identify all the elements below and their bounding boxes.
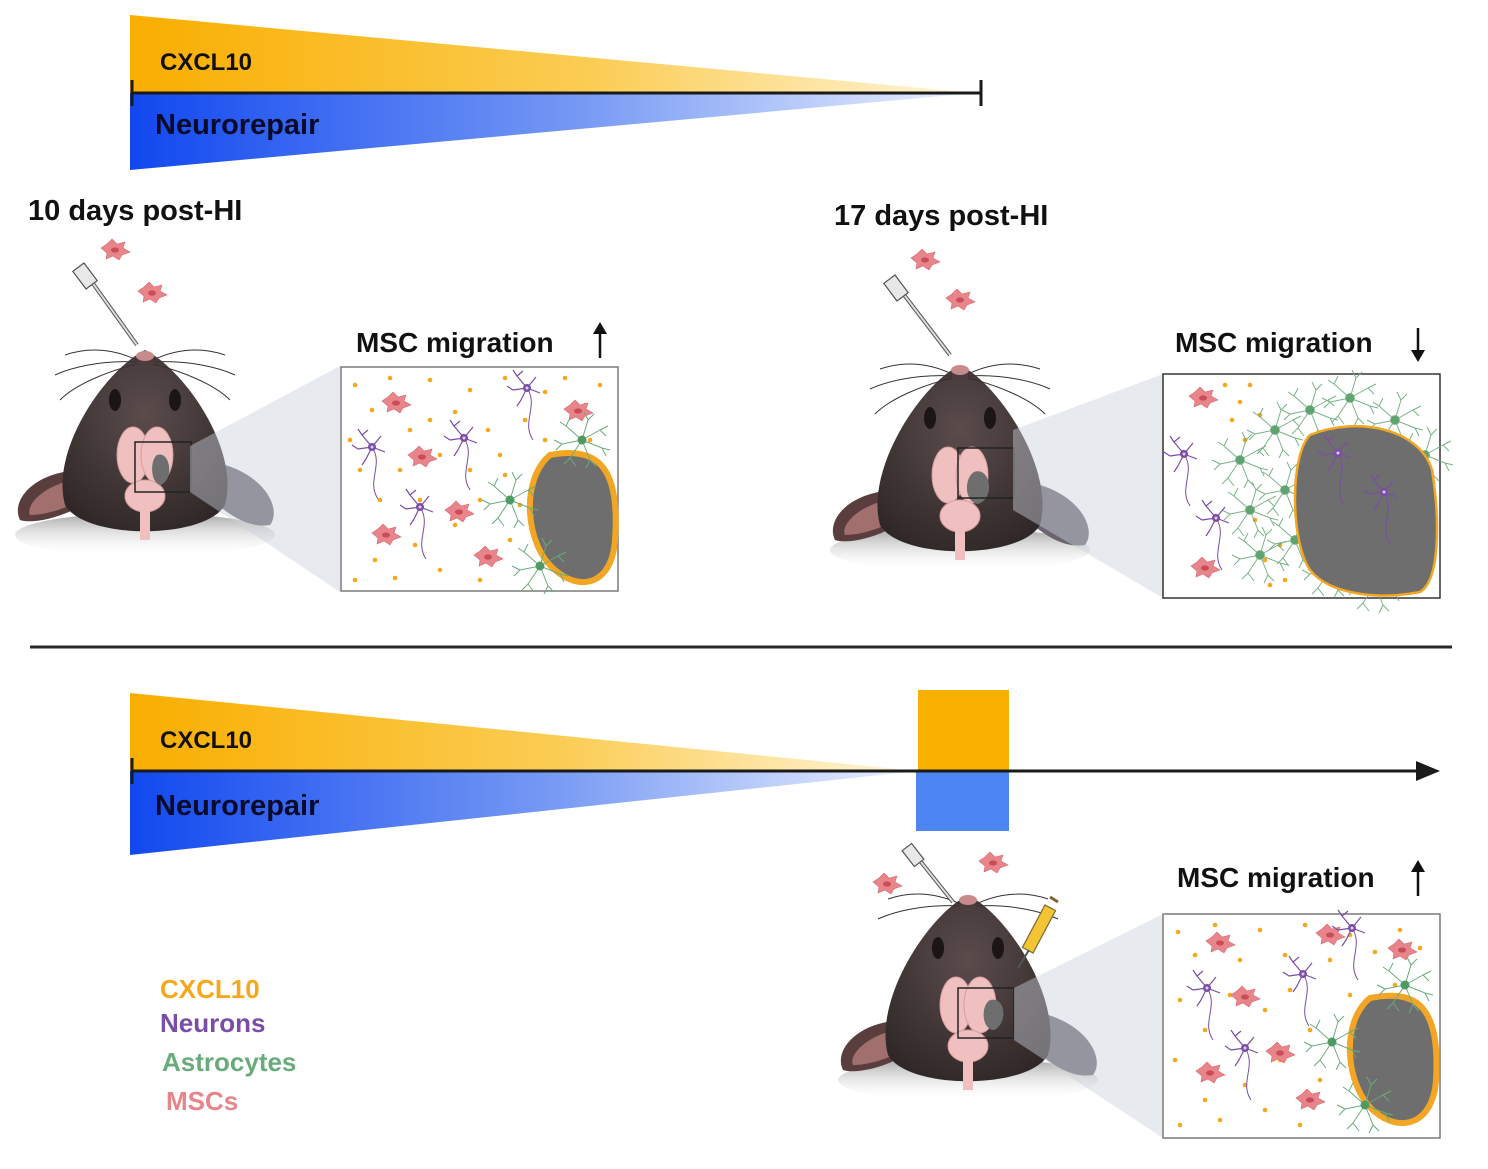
time-label-right: 17 days post-HI <box>834 200 1048 232</box>
zoom-box-top-left <box>340 366 619 595</box>
bottom-neurorepair-label: Neurorepair <box>155 790 319 822</box>
arrow-up-icon <box>593 322 607 358</box>
arrow-up-icon <box>1411 860 1425 896</box>
brain-icon <box>939 976 1004 1090</box>
pipette-icon <box>882 274 952 357</box>
msc-cell-icon <box>945 288 976 311</box>
brain-icon <box>931 446 990 560</box>
msc-cell-icon <box>100 238 131 261</box>
zoom-box-bottom <box>1162 909 1441 1139</box>
timeline-arrowhead <box>1416 761 1440 781</box>
syringe-icon <box>1017 895 1059 969</box>
time-label-left: 10 days post-HI <box>28 195 242 227</box>
zoom-box-top-right <box>1162 369 1454 614</box>
arrow-down-icon <box>1411 328 1425 362</box>
neurorepair-boost-block <box>916 771 1009 831</box>
pipette-icon <box>901 842 955 904</box>
msc-cell-icon <box>910 248 941 271</box>
msc-cell-icon <box>978 851 1009 874</box>
legend-item-astrocytes: Astrocytes <box>162 1047 296 1077</box>
top-neurorepair-wedge <box>130 93 975 170</box>
bottom-neurorepair-wedge <box>130 771 918 855</box>
mouse-head-icon <box>830 363 1090 572</box>
top-cxcl10-label: CXCL10 <box>160 49 252 76</box>
legend-item-neurons: Neurons <box>160 1008 265 1038</box>
bottom-cxcl10-label: CXCL10 <box>160 727 252 754</box>
mouse-head-icon <box>838 893 1098 1102</box>
msc-cell-icon <box>872 872 903 895</box>
legend-item-cxcl10: CXCL10 <box>160 974 260 1004</box>
pipette-icon <box>71 262 139 347</box>
brain-icon <box>116 426 174 540</box>
migration-label-top-left: MSC migration <box>356 327 554 358</box>
cxcl10-boost-block <box>918 690 1009 771</box>
bottom-cxcl10-wedge <box>130 693 918 771</box>
legend: CXCL10 Neurons Astrocytes MSCs <box>160 974 296 1116</box>
migration-label-top-right: MSC migration <box>1175 327 1373 358</box>
legend-item-mscs: MSCs <box>166 1086 238 1116</box>
top-neurorepair-label: Neurorepair <box>155 109 319 141</box>
migration-label-bottom: MSC migration <box>1177 862 1375 893</box>
bottom-timeline: CXCL10 Neurorepair <box>130 690 1440 855</box>
mouse-head-icon <box>15 349 275 557</box>
top-cxcl10-wedge <box>130 15 975 93</box>
top-timeline: CXCL10 Neurorepair <box>130 15 983 170</box>
msc-cell-icon <box>137 281 168 304</box>
